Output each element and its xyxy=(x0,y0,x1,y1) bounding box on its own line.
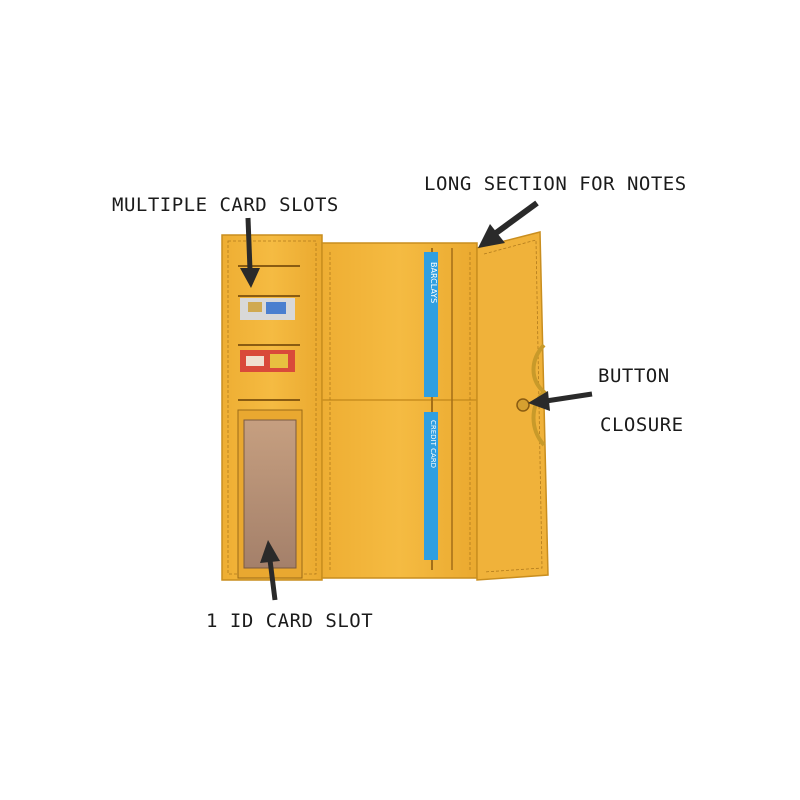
arrow-icon xyxy=(545,391,593,404)
annotation-arrows xyxy=(240,200,593,601)
left-card-panel xyxy=(221,234,323,581)
button-closure-icon xyxy=(516,398,530,412)
bank-card-2 xyxy=(424,412,438,560)
card-in-slot-2 xyxy=(240,350,295,372)
card-in-slot-1 xyxy=(240,298,295,320)
middle-panel: BARCLAYS CREDIT CARD xyxy=(321,242,478,579)
card-text-barclays: BARCLAYS xyxy=(429,262,438,303)
card-text-credit: CREDIT CARD xyxy=(429,420,437,468)
right-flap xyxy=(476,231,549,581)
gold-chain xyxy=(531,343,548,447)
label-long-section-notes: LONG SECTION FOR NOTES xyxy=(424,173,687,195)
label-button: BUTTON xyxy=(598,365,670,387)
label-multiple-card-slots: MULTIPLE CARD SLOTS xyxy=(112,194,339,216)
arrow-icon xyxy=(267,559,278,601)
arrow-icon xyxy=(245,217,253,271)
bank-card-1 xyxy=(424,252,438,397)
arrow-icon xyxy=(494,200,539,236)
label-id-card-slot: 1 ID CARD SLOT xyxy=(206,610,374,632)
id-card-window xyxy=(243,419,297,569)
label-closure: CLOSURE xyxy=(600,414,684,436)
